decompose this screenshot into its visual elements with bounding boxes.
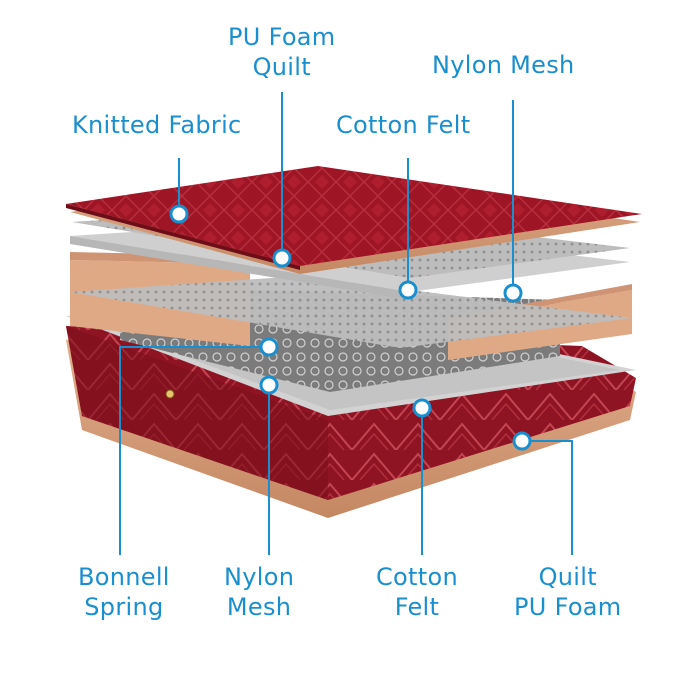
marker-knitted-fabric: [169, 204, 189, 224]
marker-quilt-pu-foam: [512, 431, 532, 451]
marker-dots: [169, 204, 532, 451]
label-bonnell-spring: Bonnell Spring: [78, 563, 170, 621]
label-knitted-fabric: Knitted Fabric: [72, 111, 242, 139]
middle-nylon-mesh-layer: [70, 276, 632, 348]
marker-nylon-mesh-top: [503, 283, 523, 303]
mattress-vent-icon: [165, 389, 175, 399]
label-cotton-felt-bottom: Cotton Felt: [376, 563, 458, 621]
marker-cotton-felt-top: [398, 280, 418, 300]
label-pu-foam-quilt: PU Foam Quilt: [228, 23, 336, 81]
marker-cotton-felt-bottom: [412, 398, 432, 418]
label-nylon-mesh-bottom: Nylon Mesh: [224, 563, 295, 621]
label-cotton-felt-top: Cotton Felt: [336, 111, 471, 139]
leader-lines: [119, 92, 573, 555]
leader-bonnell-spring: [119, 346, 269, 555]
leader-quilt-pu-foam: [522, 440, 573, 555]
marker-pu-foam-quilt: [272, 248, 292, 268]
top-knitted-fabric-layer: [66, 166, 642, 270]
marker-bonnell-spring: [259, 337, 279, 357]
marker-nylon-mesh-bottom: [259, 375, 279, 395]
label-nylon-mesh-top: Nylon Mesh: [432, 51, 575, 79]
label-quilt-pu-foam: Quilt PU Foam: [514, 563, 622, 621]
